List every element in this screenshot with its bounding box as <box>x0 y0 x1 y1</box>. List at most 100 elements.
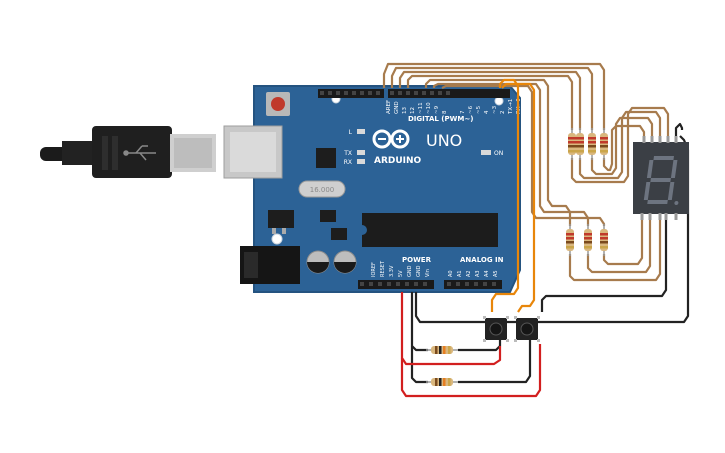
header-pin[interactable] <box>422 91 426 95</box>
pin-label: ~5 <box>476 105 482 114</box>
push-button[interactable] <box>514 316 540 342</box>
display-pin[interactable] <box>658 213 662 220</box>
header-pin[interactable] <box>360 91 364 95</box>
digital-header[interactable] <box>318 89 510 98</box>
resistor[interactable] <box>426 378 458 386</box>
pin-label: A0 <box>448 270 454 277</box>
wire-black[interactable] <box>540 218 668 312</box>
wire-brown[interactable] <box>570 106 670 184</box>
header-pin[interactable] <box>430 91 434 95</box>
resistor[interactable] <box>600 224 608 256</box>
wire-brown[interactable] <box>398 70 582 130</box>
resistor[interactable] <box>566 224 574 256</box>
wire-brown[interactable] <box>390 66 594 130</box>
resistor[interactable] <box>584 224 592 256</box>
display-pin[interactable] <box>674 213 678 220</box>
resistor[interactable] <box>576 128 584 160</box>
pin-label: 4 <box>484 110 490 114</box>
resistor[interactable] <box>426 346 458 354</box>
led-l-label: L <box>349 129 353 136</box>
header-pin[interactable] <box>378 282 382 286</box>
wire-black[interactable] <box>410 346 428 384</box>
wire-brown[interactable] <box>590 116 654 176</box>
header-pin[interactable] <box>344 91 348 95</box>
wire-brown[interactable] <box>586 218 652 274</box>
header-pin[interactable] <box>396 282 400 286</box>
wire-red[interactable] <box>400 292 502 366</box>
display-pin[interactable] <box>648 213 652 220</box>
regulator <box>268 210 294 228</box>
header-pin[interactable] <box>369 282 373 286</box>
usb-cable[interactable] <box>40 126 216 178</box>
header-pin[interactable] <box>492 282 496 286</box>
wire-brown[interactable] <box>602 124 646 172</box>
display-digit: 8 <box>0 0 1 1</box>
header-pin[interactable] <box>465 282 469 286</box>
header-pin[interactable] <box>474 282 478 286</box>
header-pin[interactable] <box>328 91 332 95</box>
resistor[interactable] <box>600 128 608 160</box>
wire-brown[interactable] <box>568 218 662 282</box>
header-pin[interactable] <box>447 282 451 286</box>
wire-black[interactable] <box>458 340 532 384</box>
led-on-label: ON <box>494 150 503 157</box>
pin-label: GND <box>394 101 400 114</box>
header-pin[interactable] <box>320 91 324 95</box>
wire-orange[interactable] <box>490 78 520 312</box>
wire-orange[interactable] <box>501 82 536 313</box>
wire-red[interactable] <box>400 344 542 398</box>
pin-label: 7 <box>460 110 466 114</box>
header-pin[interactable] <box>368 91 372 95</box>
header-pin[interactable] <box>376 91 380 95</box>
header-pin[interactable] <box>398 91 402 95</box>
wire-black[interactable] <box>414 135 690 324</box>
display-pin[interactable] <box>666 136 670 143</box>
header-pin[interactable] <box>406 91 410 95</box>
pin-label: 13 <box>402 107 408 114</box>
wires <box>382 62 690 398</box>
header-pin[interactable] <box>456 282 460 286</box>
header-pin[interactable] <box>336 91 340 95</box>
wire-brown[interactable] <box>602 218 644 266</box>
display-pin[interactable] <box>650 136 654 143</box>
reset-button[interactable] <box>266 92 290 116</box>
header-pin[interactable] <box>423 282 427 286</box>
display-pin[interactable] <box>674 136 678 143</box>
wire-brown[interactable] <box>578 110 662 180</box>
display-pin[interactable] <box>640 213 644 220</box>
pin-label: A5 <box>493 270 499 277</box>
wire-brown[interactable] <box>432 82 590 226</box>
header-pin[interactable] <box>446 91 450 95</box>
header-pin[interactable] <box>405 282 409 286</box>
wire-brown[interactable] <box>424 78 572 226</box>
regulator-tab <box>272 228 276 234</box>
push-button[interactable] <box>483 316 509 342</box>
header-pin[interactable] <box>360 282 364 286</box>
display-pin[interactable] <box>642 136 646 143</box>
wire-black[interactable] <box>410 292 428 352</box>
wire-black[interactable] <box>458 340 502 352</box>
wire-brown[interactable] <box>406 74 574 130</box>
seven-segment-display[interactable]: 8 <box>0 0 689 220</box>
header-pin[interactable] <box>438 91 442 95</box>
header-pin[interactable] <box>414 91 418 95</box>
resistor-group[interactable] <box>426 128 608 386</box>
header-pin[interactable] <box>414 282 418 286</box>
display-pin[interactable] <box>658 136 662 143</box>
pin-label: TX→1 <box>508 99 514 115</box>
wire-black[interactable] <box>674 122 684 136</box>
header-pin[interactable] <box>483 282 487 286</box>
wire-brown[interactable] <box>382 62 606 130</box>
power-analog-header[interactable] <box>358 280 502 289</box>
resistor[interactable] <box>568 128 576 160</box>
arduino-uno-board[interactable]: 16.000 L TX RX ON ARDUINO UN <box>223 85 522 293</box>
wire-brown[interactable] <box>441 84 606 226</box>
segment-digit <box>643 156 679 205</box>
header-pin[interactable] <box>352 91 356 95</box>
display-pin[interactable] <box>664 213 668 220</box>
board-brand: ARDUINO <box>374 156 422 166</box>
resistor[interactable] <box>588 128 596 160</box>
header-pin[interactable] <box>387 282 391 286</box>
header-pin[interactable] <box>390 91 394 95</box>
